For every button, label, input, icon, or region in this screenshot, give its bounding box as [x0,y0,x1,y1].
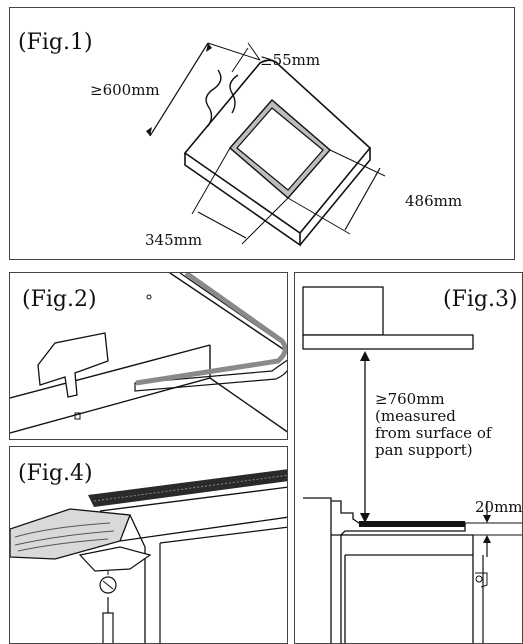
dimension-depth-min: ≥600mm [90,81,160,99]
seal-strip-diagram [10,273,287,434]
figure-3-label: (Fig.3) [443,287,518,312]
clearance-line-4: pan support) [375,441,473,459]
countertop-cutout-diagram [146,42,386,247]
clearance-line-3: from surface of [375,424,492,442]
figure-4-label: (Fig.4) [18,461,93,486]
figure-3-panel: (Fig.3) ≥760mm (measured from sur [294,272,523,644]
clearance-note: ≥760mm (measured from surface of pan sup… [375,390,522,459]
clearance-line-2: (measured [375,407,456,425]
figure-2-panel: (Fig.2) [9,272,288,440]
dimension-edge-min: ≥55mm [260,51,321,69]
figure-4-panel: (Fig.4) [9,446,288,644]
dimension-cutout-width: 345mm [145,231,203,249]
dimension-offset: 20mm [475,498,523,516]
figure-2-label: (Fig.2) [22,287,97,312]
figure-1-panel: (Fig.1) ≥600mm ≥55mm 486mm 345mm [9,7,515,260]
dimension-cutout-depth: 486mm [405,192,463,210]
fixing-bracket-diagram [10,469,287,643]
figure-1-label: (Fig.1) [18,30,93,55]
hood-clearance-diagram [302,286,522,643]
clearance-line-1: ≥760mm [375,390,445,408]
